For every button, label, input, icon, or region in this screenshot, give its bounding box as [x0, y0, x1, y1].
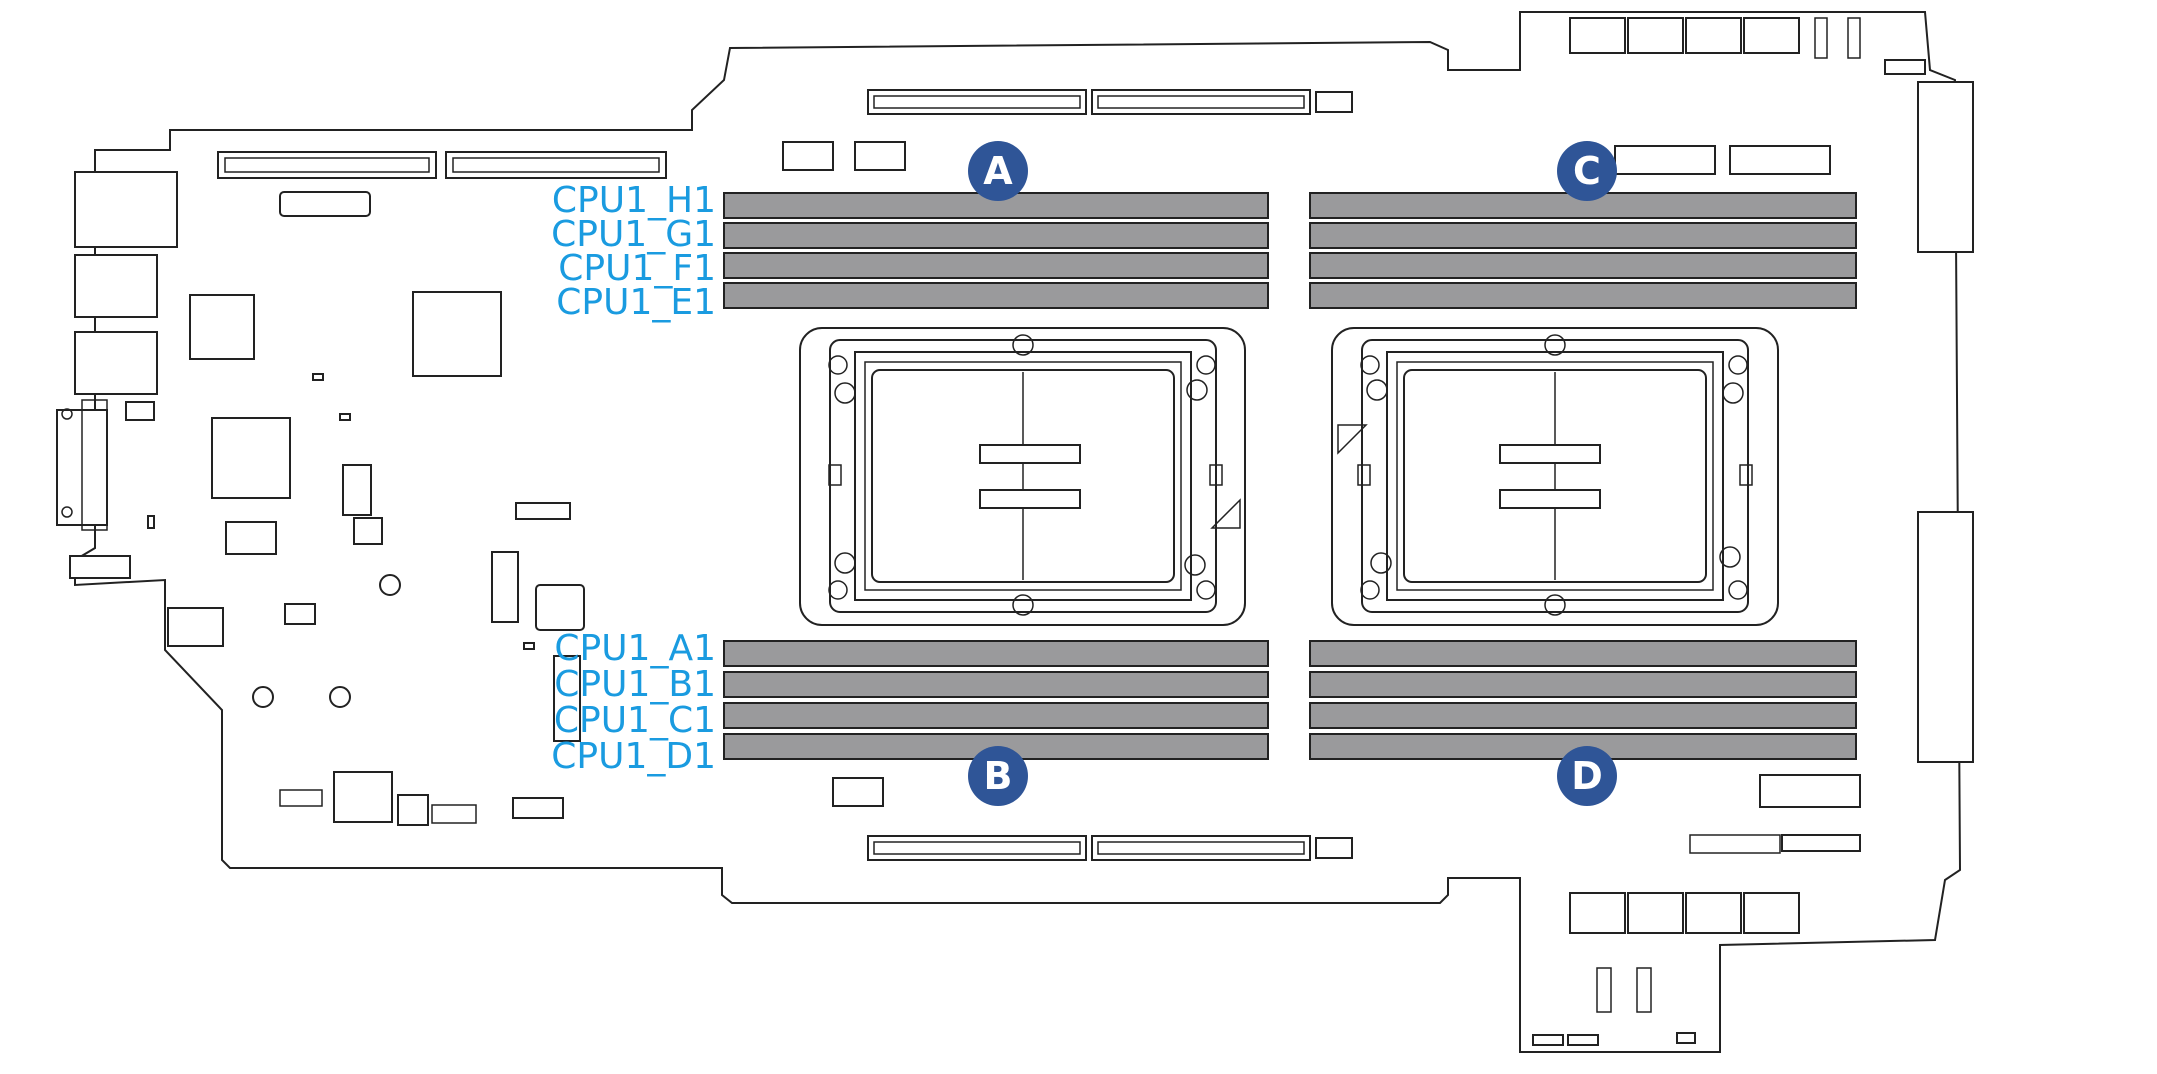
pin-header	[1847, 17, 1861, 59]
sata-connector	[535, 584, 585, 631]
pin-header	[284, 603, 316, 625]
rear-lan-port-2	[74, 331, 158, 395]
dimm-slot	[1309, 222, 1857, 249]
dimm-slot	[1309, 640, 1857, 667]
pin-header	[1781, 834, 1861, 852]
badge-a-text: A	[983, 149, 1013, 193]
rear-usb-port	[74, 171, 178, 248]
pin-header	[397, 794, 429, 826]
dimm-slot	[723, 702, 1269, 729]
small-header	[1315, 91, 1353, 113]
badge-c: C	[1557, 141, 1617, 201]
pin-header	[1814, 17, 1828, 59]
bmc-chip	[412, 291, 502, 377]
edge-connector-bottom	[1917, 511, 1974, 763]
dimm-label-g1: CPU1_G1	[551, 214, 716, 255]
dimm-slot	[723, 222, 1269, 249]
power-connector	[167, 607, 224, 647]
small-part	[523, 642, 535, 650]
pin-header	[353, 517, 383, 545]
pin-header	[1676, 1032, 1696, 1044]
slimline-connector	[867, 89, 1087, 115]
power-connector	[1569, 892, 1800, 934]
badge-d-text: D	[1571, 754, 1603, 798]
pin-header	[342, 464, 372, 516]
vga-screw	[61, 408, 73, 420]
cpu-socket-1	[799, 327, 1246, 626]
dimm-bank-bottom-right	[1309, 640, 1857, 760]
m2-connector	[553, 655, 581, 742]
dimm-slot	[723, 640, 1269, 667]
slimline-connector	[867, 835, 1087, 861]
pin-header	[125, 401, 155, 421]
vga-screw	[61, 506, 73, 518]
dimm-label-h1: CPU1_H1	[552, 180, 716, 221]
dimm-slot	[723, 282, 1269, 309]
badge-b: B	[968, 746, 1028, 806]
pin-header	[512, 797, 564, 819]
pin-header	[1532, 1034, 1564, 1046]
slimline-connector	[217, 151, 437, 179]
dimm-label-c1: CPU1_C1	[554, 700, 716, 741]
pin-header	[1884, 59, 1926, 75]
cpu-socket-2	[1331, 327, 1779, 626]
dimm-bank-top-left	[723, 192, 1269, 309]
standoff	[379, 574, 401, 596]
pin-header	[1567, 1034, 1599, 1046]
dimm-label-a1: CPU1_A1	[554, 628, 716, 669]
board-outline	[74, 11, 1962, 1053]
dimm-label-e1: CPU1_E1	[556, 282, 716, 323]
dimm-bank-bottom-left	[723, 640, 1269, 760]
mini-connector	[1759, 774, 1861, 808]
edge-connector-top	[1917, 81, 1974, 253]
pin-header	[333, 771, 393, 823]
badge-a: A	[968, 141, 1028, 201]
mini-connector	[854, 141, 906, 171]
mini-connector	[832, 777, 884, 807]
dimm-slot	[1309, 282, 1857, 309]
rear-lan-port	[74, 254, 158, 318]
small-part	[339, 413, 351, 421]
slimline-connector	[1091, 89, 1311, 115]
badge-c-text: C	[1573, 149, 1601, 193]
dimm-bank-top-right	[1309, 192, 1857, 309]
mini-connector	[1729, 145, 1831, 175]
dimm-slot	[723, 252, 1269, 279]
rear-switch	[69, 555, 131, 579]
dimm-slot	[1309, 252, 1857, 279]
pin-header	[1636, 967, 1652, 1013]
m2-slot	[1689, 834, 1781, 854]
dimm-slot	[1309, 702, 1857, 729]
power-connector	[1569, 17, 1800, 54]
dimm-slot	[723, 671, 1269, 698]
dimm-label-b1: CPU1_B1	[554, 664, 716, 705]
pin-header	[279, 789, 323, 807]
small-part	[147, 515, 155, 529]
pin-header	[1596, 967, 1612, 1013]
pin-header	[515, 502, 571, 520]
badge-b-text: B	[984, 754, 1013, 798]
dimm-slot	[1309, 671, 1857, 698]
header-block	[279, 191, 371, 217]
dimm-label-f1: CPU1_F1	[558, 248, 716, 289]
m2-connector	[491, 551, 519, 623]
chip	[211, 417, 291, 499]
standoff	[252, 686, 274, 708]
badge-d: D	[1557, 746, 1617, 806]
chip	[189, 294, 255, 360]
standoff	[329, 686, 351, 708]
chip	[225, 521, 277, 555]
mini-connector	[782, 141, 834, 171]
small-header	[1315, 837, 1353, 859]
small-part	[312, 373, 324, 381]
mini-connector	[1614, 145, 1716, 175]
dimm-label-d1: CPU1_D1	[551, 736, 716, 777]
slimline-connector	[1091, 835, 1311, 861]
vga-port-inner	[81, 399, 108, 531]
slimline-connector	[445, 151, 667, 179]
pin-header	[431, 804, 477, 824]
